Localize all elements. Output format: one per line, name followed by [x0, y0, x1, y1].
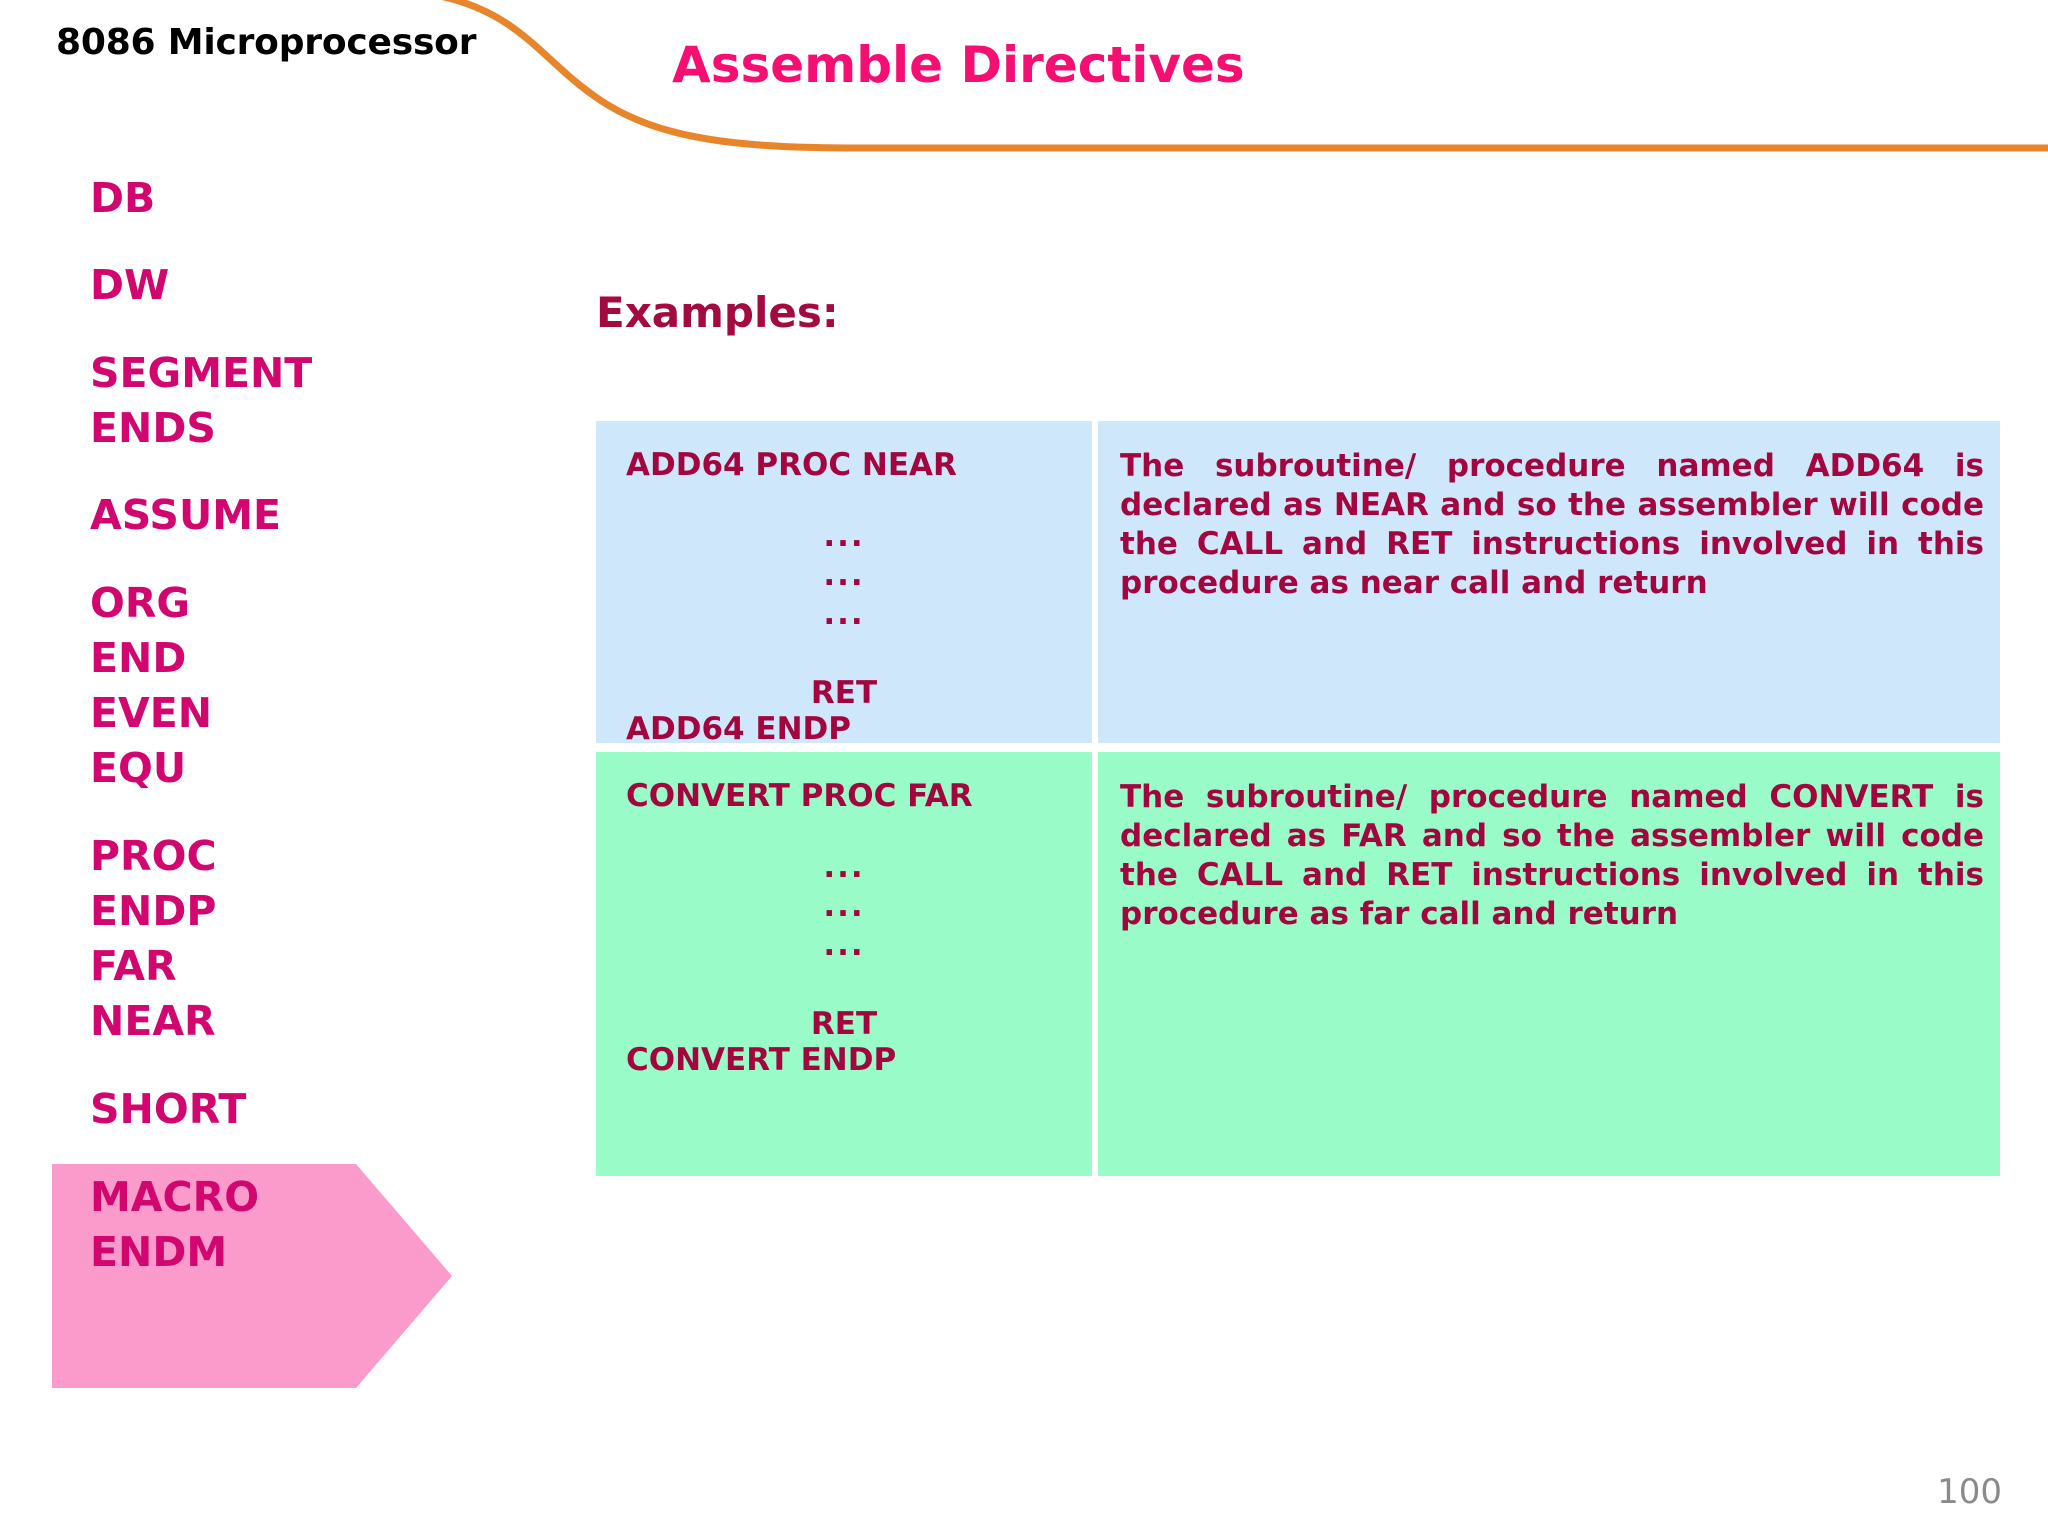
example-code-cell: ADD64 PROC NEAR ... ... ... RET ADD64 EN…: [596, 421, 1092, 747]
sidebar-item-short[interactable]: SHORT: [90, 1085, 247, 1133]
code-spacer: [610, 814, 1078, 848]
example-description-cell: The subroutine/ procedure named ADD64 is…: [1098, 421, 2000, 743]
table-row: ADD64 PROC NEAR ... ... ... RET ADD64 EN…: [596, 421, 2000, 747]
slide-kicker: 8086 Microprocessor: [56, 22, 477, 63]
code-spacer: [610, 633, 1078, 675]
examples-table: ADD64 PROC NEAR ... ... ... RET ADD64 EN…: [596, 421, 2000, 1185]
sidebar-item-proc[interactable]: PROC: [90, 832, 217, 880]
page-title: Assemble Directives: [672, 36, 1245, 94]
table-row: CONVERT PROC FAR ... ... ... RET CONVERT…: [596, 752, 2000, 1176]
sidebar-item-end[interactable]: END: [90, 634, 187, 682]
code-endp: CONVERT ENDP: [626, 1042, 897, 1079]
code-ret: RET: [810, 1006, 878, 1043]
sidebar-item-near[interactable]: NEAR: [90, 997, 216, 1045]
slide-header: 8086 Microprocessor Assemble Directives: [0, 0, 2048, 160]
code-ret: RET: [810, 675, 878, 712]
code-spacer: [610, 483, 1078, 517]
sidebar-item-endp[interactable]: ENDP: [90, 887, 217, 935]
sidebar-item-segment[interactable]: SEGMENT: [90, 349, 313, 397]
sidebar-item-db[interactable]: DB: [90, 174, 156, 222]
code-ellipsis-2: ...: [823, 556, 865, 593]
sidebar-item-assume[interactable]: ASSUME: [90, 491, 282, 539]
sidebar-item-far[interactable]: FAR: [90, 942, 177, 990]
code-ellipsis-1: ...: [823, 518, 865, 554]
directives-sidebar: DB DW SEGMENT ENDS ASSUME ORG END EVEN E…: [0, 160, 470, 1536]
sidebar-item-equ[interactable]: EQU: [90, 744, 187, 792]
page-number: 100: [1937, 1472, 2002, 1512]
code-proc-header: CONVERT PROC FAR: [626, 778, 973, 814]
code-ellipsis-1: ...: [823, 849, 865, 885]
sidebar-item-macro[interactable]: MACRO: [90, 1173, 260, 1221]
sidebar-item-dw[interactable]: DW: [90, 261, 170, 309]
code-endp: ADD64 ENDP: [626, 711, 851, 748]
sidebar-item-org[interactable]: ORG: [90, 579, 191, 627]
code-spacer: [610, 964, 1078, 1006]
code-ellipsis-3: ...: [823, 926, 865, 963]
code-proc-header: ADD64 PROC NEAR: [626, 447, 957, 483]
examples-heading: Examples:: [596, 288, 839, 337]
sidebar-highlight-arrow: [52, 1164, 452, 1388]
sidebar-item-endm[interactable]: ENDM: [90, 1228, 228, 1276]
sidebar-item-ends[interactable]: ENDS: [90, 404, 216, 452]
sidebar-item-even[interactable]: EVEN: [90, 689, 213, 737]
example-code-cell: CONVERT PROC FAR ... ... ... RET CONVERT…: [596, 752, 1092, 1176]
code-ellipsis-3: ...: [823, 595, 865, 632]
code-ellipsis-2: ...: [823, 887, 865, 924]
example-description-cell: The subroutine/ procedure named CONVERT …: [1098, 752, 2000, 1176]
